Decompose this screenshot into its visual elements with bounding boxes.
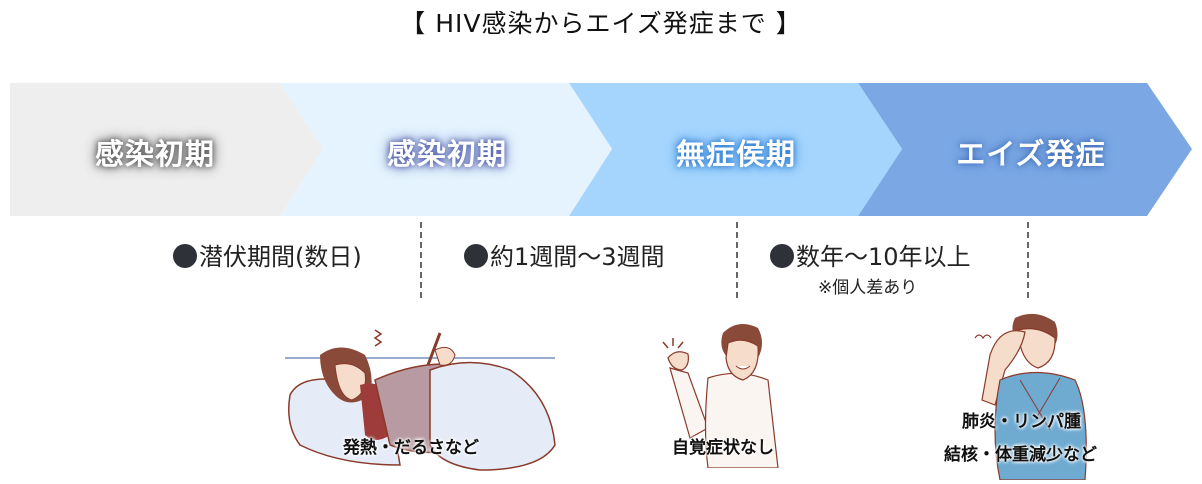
bullet-icon: [173, 244, 197, 268]
divider-2: [736, 222, 738, 298]
caption-stage-3: 自覚症状なし: [672, 438, 774, 458]
duration-3: 数年〜10年以上: [770, 237, 971, 272]
individual-difference-note: ※個人差あり: [818, 278, 918, 298]
chevron-stage-2: [280, 83, 612, 216]
stage-label-3: 無症侯期: [675, 137, 796, 171]
stage-label-2: 感染初期: [386, 137, 507, 171]
duration-2: 約1週間〜3週間: [464, 237, 665, 272]
ill-man-holding-head-illustration: [974, 313, 1087, 480]
chevron-stage-4: [858, 83, 1192, 216]
bullet-icon: [464, 244, 488, 268]
healthy-man-fist-pump-illustration: [662, 324, 779, 468]
divider-1: [420, 222, 422, 298]
caption-stage-4-line-1: 肺炎・リンパ腫: [962, 412, 1081, 432]
stage-label-1: 感染初期: [94, 137, 215, 171]
bullet-icon: [770, 244, 794, 268]
chevron-stage-1: [10, 83, 323, 216]
sick-in-bed-illustration: [285, 329, 556, 471]
caption-stage-4-line-2: 結核・体重減少など: [944, 445, 1097, 465]
duration-1: 潜伏期間(数日): [173, 237, 362, 272]
page-title: 【 HIV感染からエイズ発症まで 】: [400, 9, 802, 38]
stage-label-4: エイズ発症: [956, 137, 1106, 171]
chevron-stage-3: [569, 83, 902, 216]
divider-3: [1027, 222, 1029, 298]
caption-stage-2: 発熱・だるさなど: [343, 438, 479, 458]
